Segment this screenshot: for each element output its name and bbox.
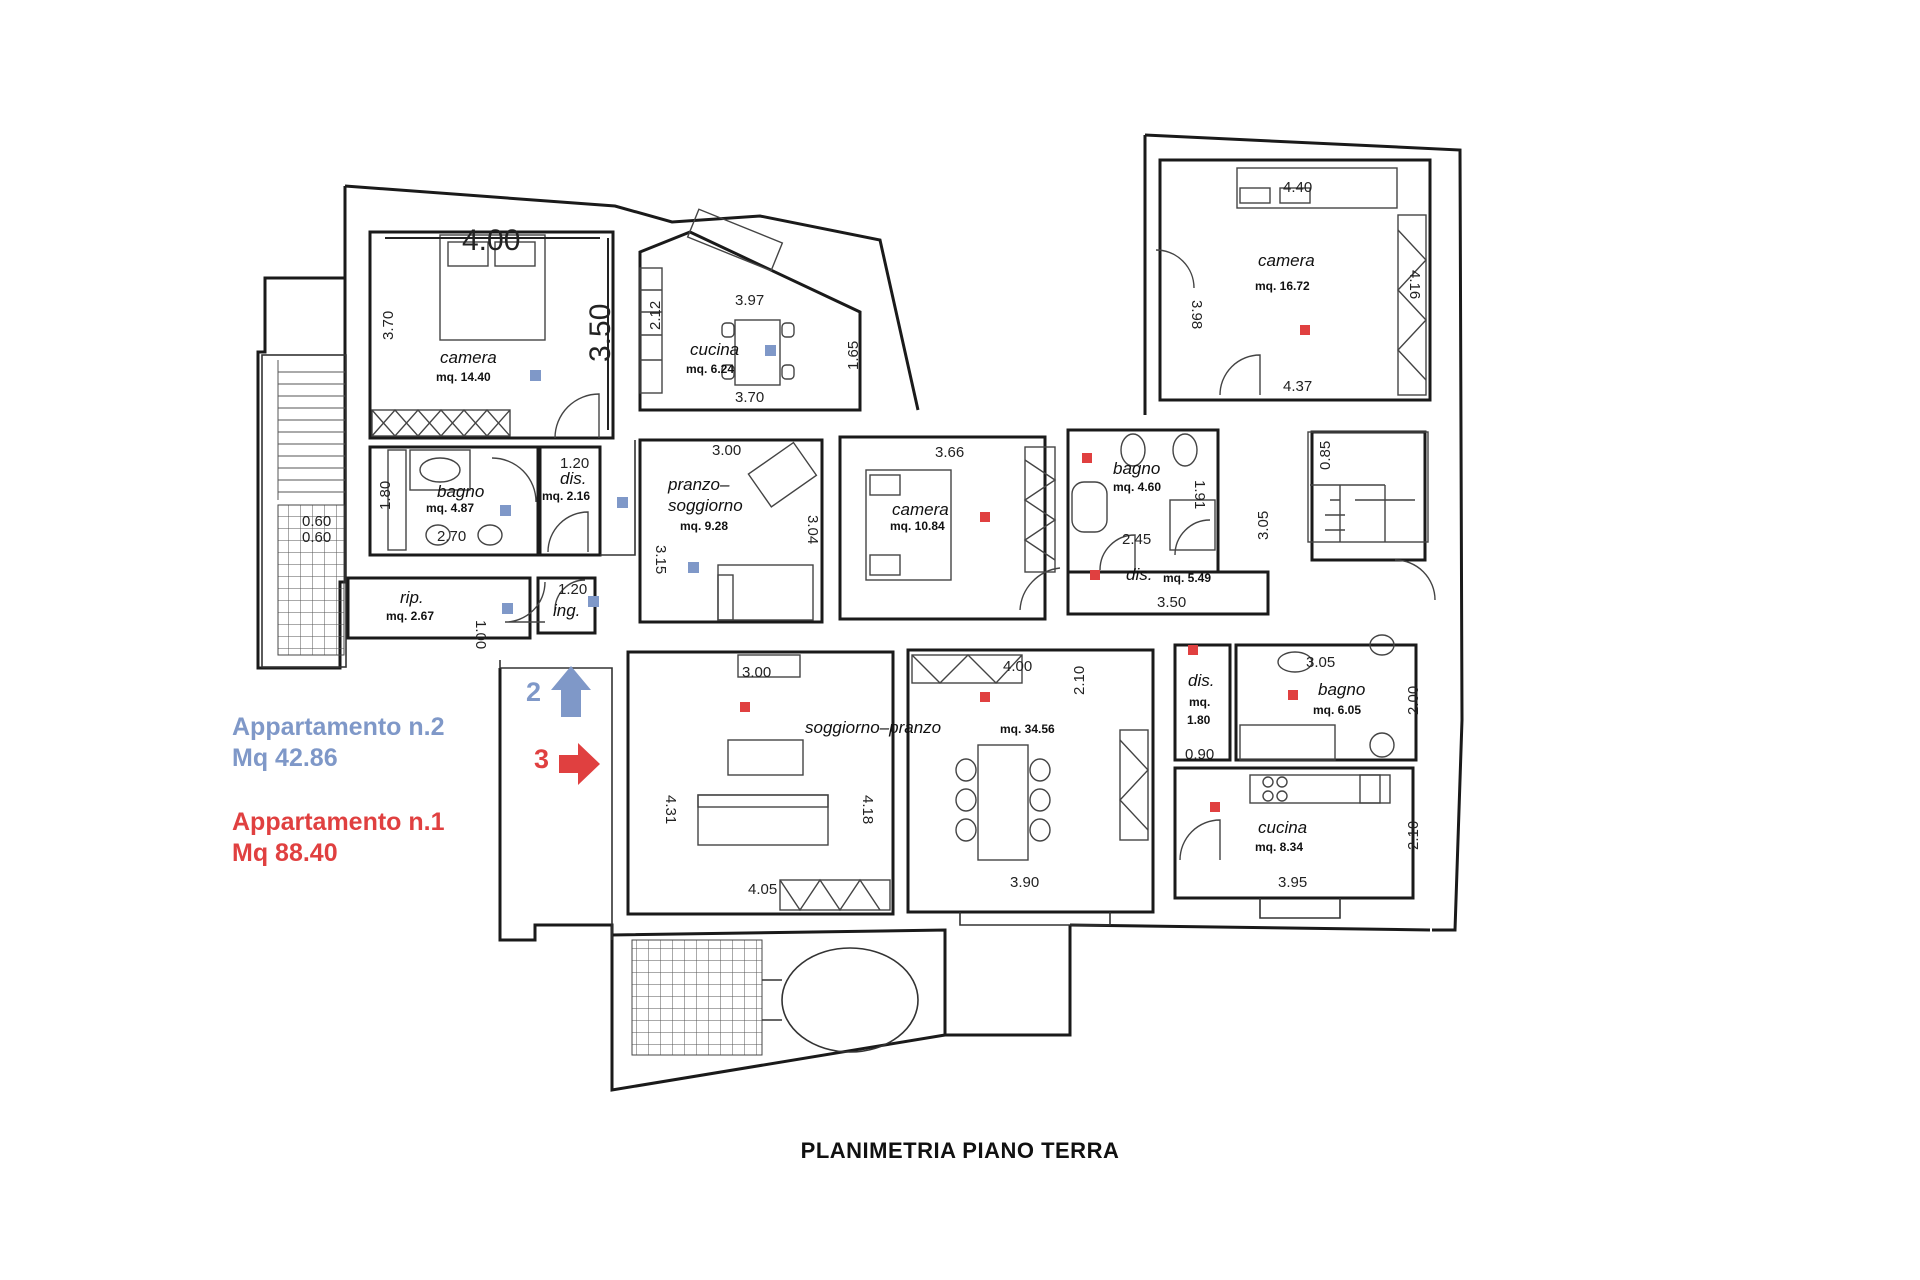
room-area: mq. 5.49 [1163,571,1211,585]
dimension-label: 1.91 [1191,480,1208,509]
room-area: mq. 6.24 [686,362,734,376]
dimension-label: 3.90 [1010,874,1039,891]
room-area: mq. 14.40 [436,370,491,384]
room-name: ing. [553,601,580,620]
room-name: pranzo– [667,475,730,494]
room-name: bagno [1318,680,1365,699]
room-labels: camera mq. 14.40 cucina mq. 6.24 bagno m… [386,251,1365,854]
dimension-label: 0.90 [1185,746,1214,763]
apartment-2-markers [500,345,776,614]
dimension-label: 3.70 [380,311,397,340]
room-name: camera [892,500,949,519]
dimension-label: 4.31 [662,795,679,824]
dimension-label: 0.85 [1317,441,1334,470]
dimension-label: 1.80 [377,481,394,510]
room-name: bagno [437,482,484,501]
room-name: camera [440,348,497,367]
dimension-label: 3.50 [584,304,617,362]
dimension-label: 3.00 [742,664,771,681]
dimension-label: 4.37 [1283,378,1312,395]
doors [491,249,1436,861]
entry-number-apt1: 3 [534,744,550,774]
dimension-label: 1.20 [560,455,589,472]
room-area: mq. 6.05 [1313,703,1361,717]
left-staircase [261,354,347,668]
right-staircase [1307,431,1429,543]
dimension-label: 3.05 [1306,654,1335,671]
room-name: cucina [690,340,739,359]
room-name: dis. [560,469,586,488]
dimension-label: 4.00 [1003,658,1032,675]
room-area: mq. 2.16 [542,489,590,503]
dimension-label: 1.20 [558,581,587,598]
dimension-label: 4.05 [748,881,777,898]
room-name: soggiorno [668,496,743,515]
room-area: mq. 16.72 [1255,279,1310,293]
dimension-label: 3.66 [935,444,964,461]
room-name: cucina [1258,818,1307,837]
patio [631,898,1341,1056]
dimension-label: 0.60 [302,529,331,546]
dimension-label: 4.18 [859,795,876,824]
entry-number-apt2: 2 [526,677,542,707]
dimension-label: 1.65 [845,341,862,370]
dimension-label: 3.50 [1157,594,1186,611]
dimension-label: 1.00 [472,620,489,649]
legend-apartment-1-area: Mq 88.40 [232,839,338,867]
room-area: 1.80 [1187,713,1211,727]
room-name: camera [1258,251,1315,270]
apartment-2-walls [346,230,862,640]
legend-apartment-2-name: Appartamento n.2 [232,713,445,741]
dimension-label: 3.00 [712,442,741,459]
dimension-label: 2.10 [1071,666,1088,695]
furniture [371,167,1427,912]
dimension-label: 2.12 [647,301,664,330]
room-name: soggiorno–pranzo [805,718,941,737]
dimension-label: 2.10 [1405,821,1422,850]
legend-apartment-2: Appartamento n.2 Mq 42.86 [232,712,445,774]
dimension-label: 3.04 [804,515,821,544]
room-area: mq. 8.34 [1255,840,1303,854]
legend-apartment-2-area: Mq 42.86 [232,744,338,772]
room-name: bagno [1113,459,1160,478]
dimension-label: 3.70 [735,389,764,406]
dimension-label: 2.00 [1405,686,1422,715]
plan-title: PLANIMETRIA PIANO TERRA [800,1138,1120,1163]
room-name: rip. [400,588,424,607]
dimension-label: 3.95 [1278,874,1307,891]
dimension-label: 3.97 [735,292,764,309]
legend-apartment-1-name: Appartamento n.1 [232,808,445,836]
room-area: mq. 4.87 [426,501,474,515]
dimension-label: 0.60 [302,513,331,530]
room-name: dis. [1188,671,1214,690]
apartment-1-markers [740,325,1310,812]
room-area: mq. 9.28 [680,519,728,533]
room-area: mq. 2.67 [386,609,434,623]
dimension-label: 4.16 [1406,270,1423,299]
apartment-1-walls [626,158,1432,916]
dimension-label: 3.98 [1188,300,1205,329]
room-area: mq. [1189,695,1210,709]
dimension-labels: 4.00 3.50 3.70 3.97 2.12 1.65 3.70 1.20 … [302,179,1423,898]
entry-arrow-apt1 [559,743,600,785]
dimension-label: 4.00 [462,224,520,257]
dimension-label: 4.40 [1283,179,1312,196]
entry-arrow-apt2 [551,666,591,717]
entry-arrows [551,666,600,785]
dimension-label: 2.70 [437,528,466,545]
dimension-label: 2.45 [1122,531,1151,548]
room-area: mq. 10.84 [890,519,945,533]
room-name: dis. [1126,565,1152,584]
dimension-label: 3.15 [652,545,669,574]
room-area: mq. 34.56 [1000,722,1055,736]
dimension-label: 3.05 [1255,511,1272,540]
room-area: mq. 4.60 [1113,480,1161,494]
legend-apartment-1: Appartamento n.1 Mq 88.40 [232,807,445,869]
